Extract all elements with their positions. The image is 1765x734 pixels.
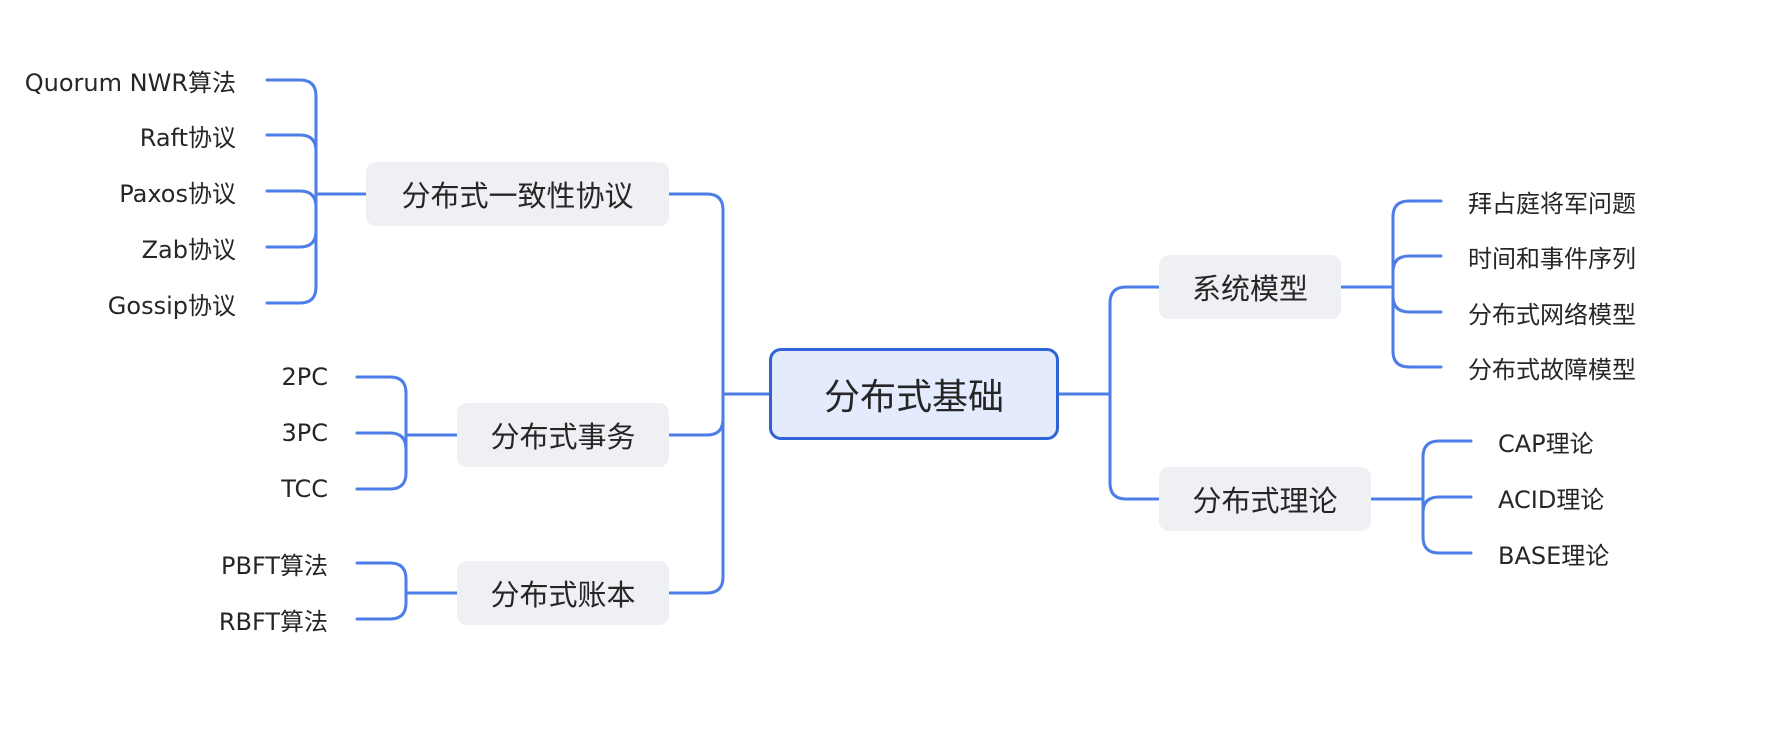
ledger-line-1 — [355, 591, 408, 621]
branch-theory[interactable]: 分布式理论 — [1159, 467, 1371, 531]
leaf-acid[interactable]: ACID理论 — [1498, 485, 1605, 514]
consensus-line-1 — [265, 133, 318, 196]
root-node[interactable]: 分布式基础 — [769, 348, 1059, 440]
branch-consensus[interactable]: 分布式一致性协议 — [366, 162, 669, 226]
root-left-line-0 — [667, 192, 725, 396]
consensus-line-0 — [265, 78, 318, 196]
leaf-base[interactable]: BASE理论 — [1498, 541, 1610, 570]
leaf-2pc[interactable]: 2PC — [281, 363, 329, 391]
root-left-line-1 — [667, 392, 725, 437]
root-left-line-2 — [667, 392, 725, 595]
theory-line-1 — [1421, 495, 1473, 514]
leaf-quorum-nwr[interactable]: Quorum NWR算法 — [24, 68, 236, 97]
leaf-paxos[interactable]: Paxos协议 — [119, 179, 236, 208]
branch-ledger[interactable]: 分布式账本 — [457, 561, 669, 625]
theory-line-2 — [1421, 497, 1473, 555]
system-model-line-3 — [1391, 285, 1443, 369]
leaf-gossip[interactable]: Gossip协议 — [107, 291, 236, 320]
theory-line-0 — [1421, 439, 1473, 501]
leaf-rbft[interactable]: RBFT算法 — [218, 607, 328, 636]
root-right-line-0 — [1108, 285, 1161, 396]
system-model-line-2 — [1391, 285, 1443, 314]
leaf-3pc[interactable]: 3PC — [281, 419, 329, 447]
consensus-line-4 — [265, 192, 318, 305]
branch-system-model[interactable]: 系统模型 — [1159, 255, 1341, 319]
leaf-byzantine-generals[interactable]: 拜占庭将军问题 — [1468, 189, 1636, 218]
transaction-line-1 — [355, 431, 408, 450]
system-model-line-1 — [1391, 254, 1443, 289]
branch-transaction[interactable]: 分布式事务 — [457, 403, 669, 467]
leaf-time-event-order[interactable]: 时间和事件序列 — [1468, 244, 1636, 273]
ledger-line-0 — [355, 561, 408, 595]
leaf-zab[interactable]: Zab协议 — [141, 235, 236, 264]
leaf-pbft[interactable]: PBFT算法 — [221, 551, 328, 580]
leaf-raft[interactable]: Raft协议 — [139, 123, 236, 152]
transaction-line-0 — [355, 375, 408, 437]
consensus-line-2 — [265, 189, 318, 208]
consensus-line-3 — [265, 192, 318, 249]
leaf-network-model[interactable]: 分布式网络模型 — [1468, 300, 1636, 329]
transaction-line-2 — [355, 433, 408, 491]
leaf-cap[interactable]: CAP理论 — [1498, 429, 1594, 458]
system-model-line-0 — [1391, 199, 1443, 289]
leaf-tcc[interactable]: TCC — [281, 475, 328, 503]
leaf-failure-model[interactable]: 分布式故障模型 — [1468, 355, 1636, 384]
root-right-line-1 — [1108, 392, 1161, 501]
